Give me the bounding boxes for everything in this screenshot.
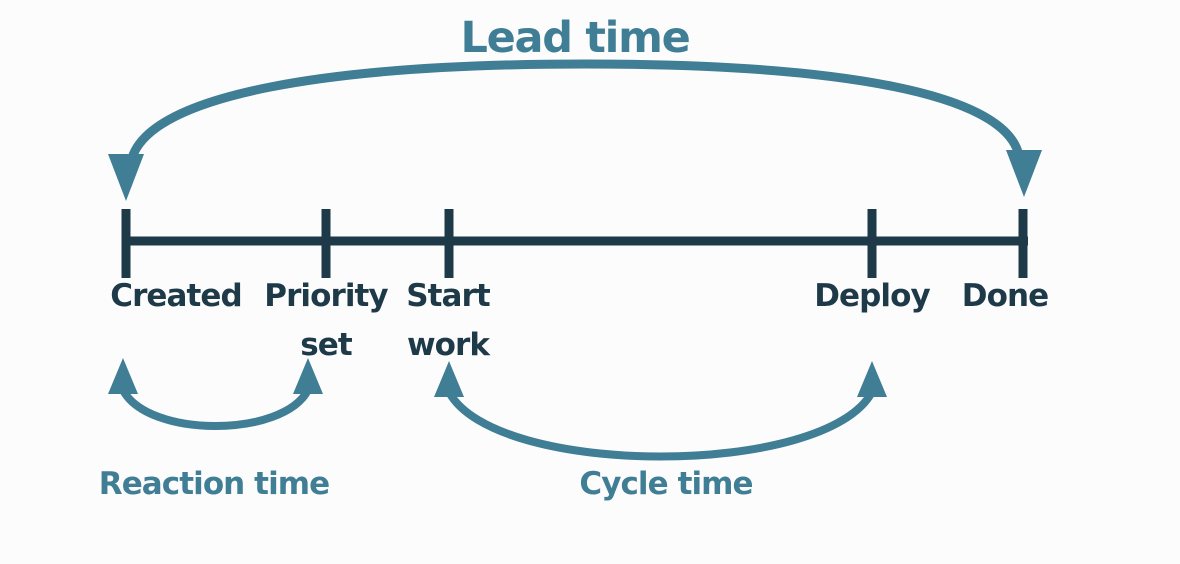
- reaction-time-arrowhead-left-icon: [108, 358, 138, 394]
- cycle-time-arrowhead-left-icon: [434, 361, 464, 397]
- reaction-time-arrowhead-right-icon: [293, 358, 323, 394]
- milestone-label-priority-set-line1: Priority: [264, 278, 388, 314]
- cycle-time-arrowhead-right-icon: [857, 361, 887, 397]
- milestone-label-priority-set-line2: set: [300, 327, 352, 363]
- lead-time-arrow-curve: [127, 59, 1023, 163]
- reaction-time-label: Reaction time: [98, 466, 330, 502]
- milestone-label-created-line1: Created: [110, 278, 242, 314]
- milestone-label-done: Done: [961, 272, 1049, 321]
- milestone-label-done-line1: Done: [961, 278, 1049, 314]
- lead-time-arrowhead-left-icon: [108, 154, 144, 201]
- milestone-label-start-work: Start work: [406, 272, 490, 370]
- cycle-time-label: Cycle time: [579, 466, 753, 502]
- milestone-label-created: Created: [110, 272, 242, 321]
- milestone-label-priority-set: Priority set: [264, 272, 388, 370]
- milestone-label-start-work-line1: Start: [406, 278, 490, 314]
- milestone-label-deploy: Deploy: [814, 272, 930, 321]
- lead-time-label: Lead time: [460, 13, 691, 63]
- reaction-time-arrow-curve: [119, 386, 312, 430]
- milestone-label-start-work-line2: work: [406, 327, 490, 363]
- milestone-label-deploy-line1: Deploy: [814, 278, 930, 314]
- lead-time-arrowhead-right-icon: [1006, 150, 1042, 197]
- cycle-time-arrow-curve: [445, 388, 876, 461]
